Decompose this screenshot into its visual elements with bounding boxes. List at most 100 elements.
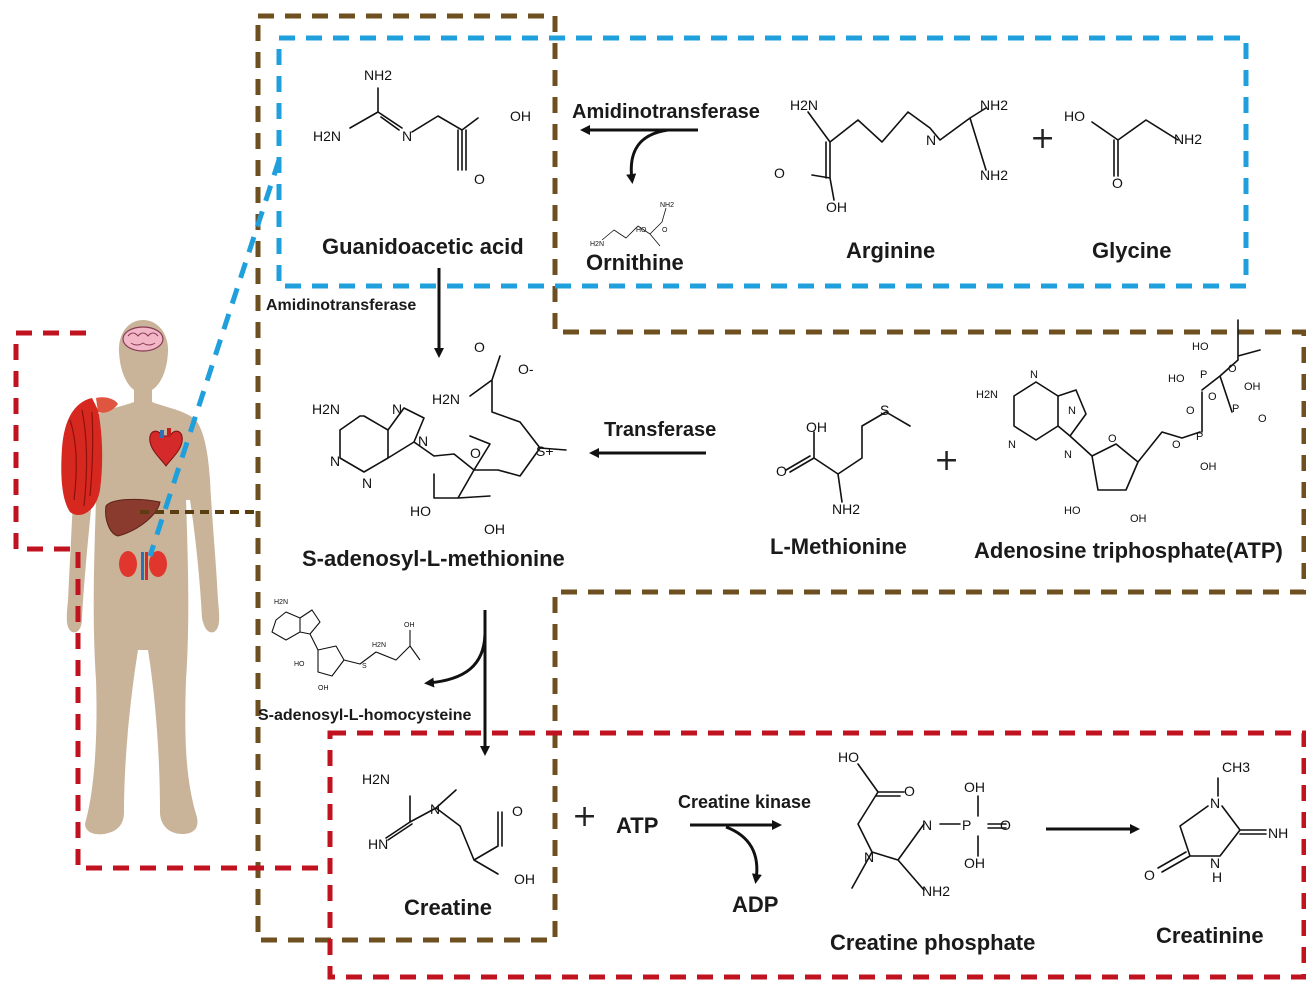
svg-text:HN: HN bbox=[368, 836, 388, 852]
svg-text:OH: OH bbox=[514, 871, 535, 887]
kidney-icon bbox=[119, 551, 167, 580]
svg-text:OH: OH bbox=[318, 685, 329, 692]
adp-release-arrow bbox=[725, 825, 762, 884]
svg-text:O: O bbox=[470, 445, 481, 461]
svg-text:N: N bbox=[864, 849, 874, 865]
svg-text:H2N: H2N bbox=[976, 389, 998, 401]
svg-text:N: N bbox=[1210, 795, 1220, 811]
svg-text:S: S bbox=[362, 663, 367, 670]
svg-text:HO: HO bbox=[1192, 341, 1209, 353]
svg-text:N: N bbox=[922, 817, 932, 833]
svg-text:HO: HO bbox=[1064, 108, 1085, 124]
svg-text:P: P bbox=[962, 817, 971, 833]
label-guanidoacetic-acid: Guanidoacetic acid bbox=[322, 234, 524, 259]
kidney-connector bbox=[147, 159, 282, 557]
svg-text:P: P bbox=[1200, 369, 1207, 381]
svg-text:O: O bbox=[1172, 439, 1181, 451]
muscle-icon bbox=[61, 397, 118, 516]
sah-release-arrow bbox=[424, 631, 487, 688]
svg-text:NH2: NH2 bbox=[980, 167, 1008, 183]
sah-structure: H2N HO OH H2N OH S bbox=[271, 599, 421, 692]
svg-text:O: O bbox=[1144, 867, 1155, 883]
svg-text:OH: OH bbox=[1200, 461, 1217, 473]
svg-text:NH2: NH2 bbox=[980, 97, 1008, 113]
svg-text:O: O bbox=[904, 783, 915, 799]
svg-text:NH2: NH2 bbox=[922, 883, 950, 899]
region-frames bbox=[13, 13, 1306, 980]
label-atp: ATP bbox=[616, 813, 658, 838]
ornithine-structure: H2N HO NH2 O bbox=[590, 202, 674, 248]
label-sah: S-adenosyl-L-homocysteine bbox=[258, 707, 471, 724]
label-atp-full: Adenosine triphosphate(ATP) bbox=[974, 538, 1283, 563]
svg-text:OH: OH bbox=[1244, 381, 1261, 393]
body-muscle-outline bbox=[13, 330, 330, 871]
kidney-region-box bbox=[255, 13, 1306, 943]
svg-text:O: O bbox=[1228, 363, 1237, 375]
creatinine-structure: CH3 N NH N H O bbox=[1144, 759, 1288, 885]
label-glycine: Glycine bbox=[1092, 238, 1171, 263]
svg-text:N: N bbox=[330, 453, 340, 469]
svg-text:N: N bbox=[926, 132, 936, 148]
svg-text:O: O bbox=[662, 227, 668, 234]
svg-text:OH: OH bbox=[964, 779, 985, 795]
svg-text:H2N: H2N bbox=[372, 642, 386, 649]
label-creatine-phosphate: Creatine phosphate bbox=[830, 930, 1035, 955]
svg-text:N: N bbox=[362, 475, 372, 491]
svg-text:NH2: NH2 bbox=[1174, 131, 1202, 147]
svg-text:OH: OH bbox=[510, 108, 531, 124]
label-sam: S-adenosyl-L-methionine bbox=[302, 546, 565, 571]
svg-text:H2N: H2N bbox=[362, 771, 390, 787]
svg-text:O: O bbox=[1000, 817, 1011, 833]
svg-text:N: N bbox=[1068, 405, 1076, 417]
arrows bbox=[424, 125, 1140, 884]
svg-text:O: O bbox=[1186, 405, 1195, 417]
plus-sign: + bbox=[1030, 121, 1055, 156]
plus-sign: + bbox=[572, 799, 597, 834]
svg-text:OH: OH bbox=[1130, 513, 1147, 525]
plus-sign: + bbox=[934, 443, 959, 478]
svg-text:O-: O- bbox=[518, 361, 534, 377]
svg-text:O: O bbox=[512, 803, 523, 819]
svg-text:H2N: H2N bbox=[790, 97, 818, 113]
svg-text:H2N: H2N bbox=[590, 241, 604, 248]
label-ornithine: Ornithine bbox=[586, 250, 684, 275]
svg-text:H2N: H2N bbox=[432, 391, 460, 407]
svg-text:NH: NH bbox=[1268, 825, 1288, 841]
svg-text:P: P bbox=[1196, 431, 1203, 443]
svg-text:O: O bbox=[1108, 433, 1117, 445]
svg-text:N: N bbox=[1210, 855, 1220, 871]
creatine-structure: H2N HN N O OH bbox=[362, 771, 535, 887]
svg-text:N: N bbox=[1030, 369, 1038, 381]
svg-text:O: O bbox=[774, 165, 785, 181]
heart-icon bbox=[149, 428, 183, 467]
svg-text:HO: HO bbox=[838, 749, 859, 765]
svg-text:NH2: NH2 bbox=[832, 501, 860, 517]
creatine-phosphate-structure: HO O N N P OH OH O NH2 bbox=[838, 749, 1011, 899]
arginine-structure: H2N N NH2 NH2 O OH bbox=[774, 97, 1008, 215]
svg-text:O: O bbox=[474, 171, 485, 187]
svg-text:H2N: H2N bbox=[312, 401, 340, 417]
svg-text:NH2: NH2 bbox=[660, 202, 674, 209]
svg-text:O: O bbox=[776, 463, 787, 479]
svg-text:N: N bbox=[418, 433, 428, 449]
label-creatine: Creatine bbox=[404, 895, 492, 920]
svg-text:HO: HO bbox=[294, 661, 305, 668]
svg-text:NH2: NH2 bbox=[364, 67, 392, 83]
human-body-figure bbox=[61, 320, 220, 835]
svg-text:S: S bbox=[880, 402, 889, 418]
label-arginine: Arginine bbox=[846, 238, 935, 263]
label-adp: ADP bbox=[732, 892, 778, 917]
svg-text:CH3: CH3 bbox=[1222, 759, 1250, 775]
guanidoacetic-acid-structure: NH2 H2N N OH O bbox=[313, 67, 531, 187]
svg-text:OH: OH bbox=[826, 199, 847, 215]
label-l-methionine: L-Methionine bbox=[770, 534, 907, 559]
svg-text:O: O bbox=[1208, 391, 1217, 403]
ornithine-release-arrow bbox=[626, 128, 669, 184]
sam-structure: H2N N N N N O HO OH H2N O O- S+ bbox=[312, 339, 567, 537]
brain-icon bbox=[122, 326, 164, 352]
svg-text:OH: OH bbox=[964, 855, 985, 871]
svg-text:N: N bbox=[1064, 449, 1072, 461]
svg-text:OH: OH bbox=[806, 419, 827, 435]
